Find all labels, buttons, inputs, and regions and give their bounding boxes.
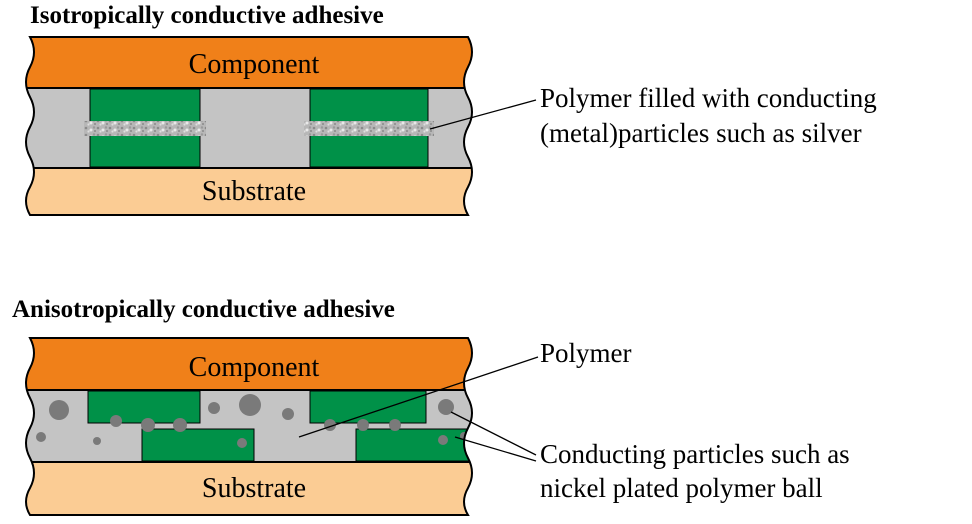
top-diagram-title: Isotropically conductive adhesive — [30, 2, 384, 29]
conducting-particle — [36, 432, 46, 442]
top-component-label: Component — [189, 49, 320, 80]
top-annotation-line2: (metal)particles such as silver — [540, 118, 862, 148]
bottom-diagram-title: Anisotropically conductive adhesive — [12, 296, 395, 323]
top-stack-outline — [25, 36, 473, 216]
particles-label-line2: nickel plated polymer ball — [540, 473, 823, 503]
bottom-substrate-pad-right — [355, 428, 472, 462]
conducting-particle — [110, 415, 122, 427]
conducting-particle — [237, 438, 247, 448]
conducting-particle — [438, 435, 448, 445]
conducting-particle — [357, 419, 369, 431]
conducting-particle — [239, 394, 261, 416]
silver-particle-band-left — [84, 121, 206, 136]
conducting-particle — [438, 399, 454, 415]
bottom-layer-stack — [26, 338, 472, 515]
conducting-particle — [49, 400, 69, 420]
top-annotation-leader-line — [429, 99, 537, 130]
conducting-particle — [141, 418, 155, 432]
polymer-leader-line — [298, 356, 539, 438]
top-layer-stack — [26, 37, 472, 215]
bottom-substrate-pad-left — [141, 428, 255, 462]
polymer-label: Polymer — [540, 338, 632, 368]
conducting-particle — [93, 437, 101, 445]
conducting-particle — [208, 402, 220, 414]
conducting-particles-group — [36, 394, 468, 448]
silver-particle-band-right — [304, 121, 434, 136]
top-annotation-line1: Polymer filled with conducting — [540, 83, 877, 113]
bottom-substrate-label: Substrate — [202, 473, 306, 504]
top-substrate-label: Substrate — [202, 176, 306, 207]
top-substrate-layer — [26, 167, 472, 215]
particles-leader-line-1 — [450, 411, 537, 456]
bottom-substrate-layer — [26, 461, 472, 515]
particles-label-line1: Conducting particles such as — [540, 439, 850, 469]
bottom-component-label: Component — [189, 352, 320, 383]
particles-leader-line-2 — [454, 436, 537, 462]
bottom-top-pad-right — [309, 390, 427, 424]
bottom-stack-outline — [25, 337, 473, 516]
conducting-particle — [173, 418, 187, 432]
bottom-top-pad-left — [87, 390, 201, 424]
conducting-particle — [389, 419, 401, 431]
conducting-particle — [282, 408, 294, 420]
